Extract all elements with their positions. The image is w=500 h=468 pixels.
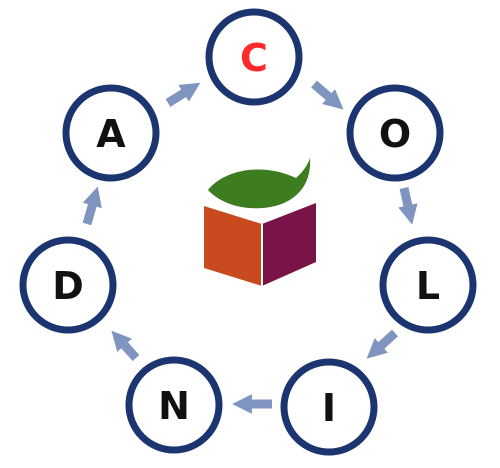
node-l-ring [379,236,477,334]
node-n-ring [125,356,223,454]
cube-right-face [262,203,316,286]
node-o-letter: O [379,112,411,156]
node-a: A [62,84,160,182]
node-d: D [19,236,117,334]
node-d-letter: D [52,264,84,308]
node-c: C [205,8,303,106]
arrow-l-to-i [366,329,399,359]
node-o-ring [346,84,444,182]
arrows [82,80,418,414]
node-i: I [280,358,378,456]
node-i-letter: I [322,386,336,430]
arrow-n-to-d [111,330,140,362]
node-l: L [379,236,477,334]
arrow-o-to-l [398,187,418,225]
node-i-ring [280,358,378,456]
cube-left-face [204,206,262,286]
arrow-c-to-o [311,80,344,110]
open-box-with-leaf-icon [204,158,316,286]
node-c-letter: C [240,36,268,80]
node-n: N [125,356,223,454]
arrow-d-to-a [82,186,102,226]
node-a-letter: A [96,112,126,156]
node-c-ring [205,8,303,106]
node-l-letter: L [416,264,440,308]
arrow-a-to-c [165,82,201,107]
leaf-shape [208,158,311,209]
node-n-letter: N [158,384,190,428]
node-a-ring [62,84,160,182]
node-d-ring [19,236,117,334]
node-o: O [346,84,444,182]
